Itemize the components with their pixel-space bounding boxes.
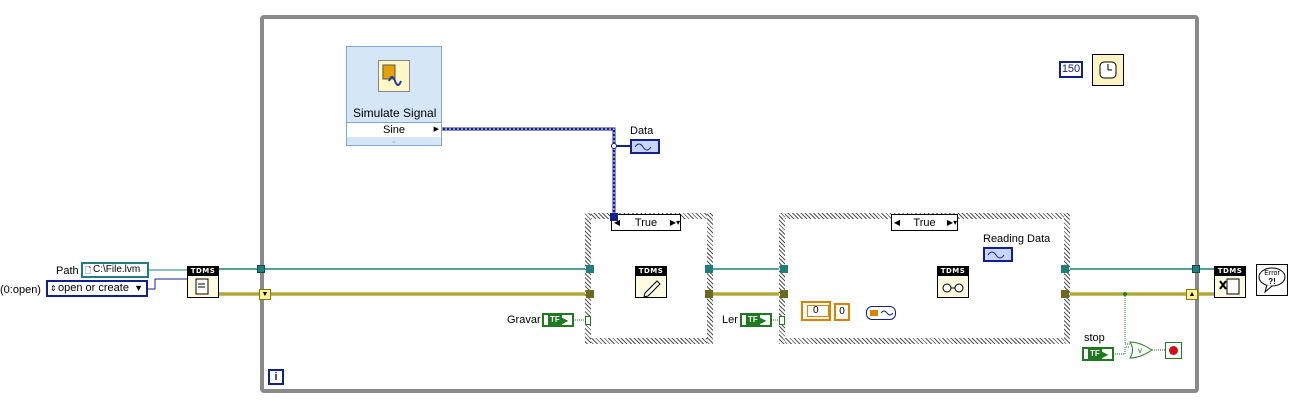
stopwatch-icon — [1099, 61, 1117, 79]
read-case-refnum-out — [1061, 265, 1069, 273]
gravar-label: Gravar — [507, 314, 541, 326]
path-value: C:\File.lvm — [93, 264, 141, 275]
write-case-refnum-out — [705, 265, 713, 273]
while-loop — [260, 15, 1199, 393]
simulate-signal-vi[interactable]: Simulate Signal Sine ▶ ⌄ — [346, 46, 442, 146]
reading-data-indicator — [983, 247, 1013, 262]
gravar-control[interactable]: TF▶ — [542, 313, 574, 327]
loop-refnum-tunnel-out — [1192, 265, 1200, 273]
data-label: Data — [630, 125, 654, 137]
build-waveform-node[interactable] — [866, 306, 896, 320]
path-label: Path — [56, 265, 79, 277]
open-label: (0:open) — [0, 284, 41, 296]
waveform-icon-2 — [987, 251, 1005, 259]
tdms-close-icon — [1215, 276, 1245, 297]
write-case-selector-terminal — [585, 316, 591, 325]
bool-tf: TF — [548, 315, 562, 325]
simple-error-handler-node[interactable]: Error ?! — [1256, 264, 1288, 296]
data-indicator — [630, 139, 660, 154]
write-case-error-in — [586, 290, 594, 298]
wait-ms-node[interactable] — [1092, 54, 1124, 86]
svg-text:v: v — [1138, 346, 1142, 355]
operation-wire — [148, 278, 188, 290]
right-shift-register: ▲ — [1186, 289, 1198, 300]
stop-label: stop — [1084, 332, 1105, 344]
tdms-header: TDMS — [1215, 267, 1245, 276]
write-case-selector[interactable]: ◀ True ▶▾ — [611, 214, 681, 231]
pencil-icon — [636, 276, 666, 298]
write-case-structure — [585, 213, 713, 344]
read-case-error-in — [780, 290, 788, 298]
read-case-refnum-in — [780, 265, 788, 273]
prev-case-icon-2[interactable]: ◀ — [893, 218, 901, 227]
write-case-refnum-in — [586, 265, 594, 273]
left-shift-register: ▼ — [259, 289, 271, 300]
tdms-read-node[interactable]: TDMS — [937, 266, 969, 298]
tdms-write-node[interactable]: TDMS — [635, 266, 667, 298]
read-case-error-out — [1061, 290, 1069, 298]
write-case-error-out — [705, 290, 713, 298]
offset-constant[interactable]: 0 — [807, 305, 829, 317]
count-constant[interactable]: 0 — [834, 303, 850, 321]
waveform-icon — [634, 143, 652, 151]
prev-case-icon[interactable]: ◀ — [613, 218, 621, 227]
next-case-icon[interactable]: ▶▾ — [669, 218, 681, 227]
error-handler-icon: Error ?! — [1258, 267, 1286, 294]
error-status-wire — [1124, 294, 1130, 345]
simulate-signal-title: Simulate Signal — [353, 106, 437, 120]
wait-ms-constant[interactable]: 150 — [1059, 61, 1083, 78]
iteration-terminal: i — [268, 369, 284, 385]
stop-icon — [1169, 346, 1178, 355]
operation-value: open or create — [58, 282, 129, 294]
loop-condition-terminal[interactable] — [1165, 342, 1182, 359]
stop-wire — [1113, 346, 1130, 355]
output-arrow-icon: ▶ — [433, 126, 439, 133]
read-case-value: True — [913, 216, 936, 229]
build-waveform-icon — [870, 310, 894, 316]
file-icon: 🗋 — [85, 266, 92, 275]
ler-control[interactable]: TF▶ — [740, 313, 772, 327]
path-control[interactable]: 🗋 C:\File.lvm — [81, 262, 149, 278]
operation-ring[interactable]: ⇕ open or create ▼ — [46, 280, 148, 297]
tdms-header: TDMS — [188, 267, 218, 276]
tdms-header: TDMS — [938, 267, 968, 276]
signal-output-terminal[interactable]: Sine ▶ — [347, 122, 441, 137]
loop-refnum-tunnel — [257, 265, 265, 273]
simulate-signal-icon — [378, 60, 410, 92]
reading-data-label: Reading Data — [983, 233, 1051, 245]
ler-label: Ler — [722, 314, 738, 326]
wire-junction-2 — [1123, 292, 1127, 296]
error-text: Error — [1264, 270, 1280, 277]
offset-cluster[interactable]: 0 — [801, 301, 831, 321]
wire-junction — [611, 143, 617, 149]
stop-control[interactable]: TF▶ — [1082, 347, 1114, 361]
write-case-data-tunnel — [610, 213, 618, 221]
signal-output-label: Sine — [382, 124, 406, 136]
svg-text:?!: ?! — [1268, 277, 1276, 286]
write-case-value: True — [634, 216, 658, 229]
dropdown-icon: ▼ — [134, 283, 143, 293]
read-case-structure — [779, 213, 1070, 344]
tdms-close-node[interactable]: TDMS — [1214, 266, 1246, 298]
bool-tf-2: TF — [746, 315, 760, 325]
tdms-open-node[interactable]: TDMS — [187, 266, 219, 298]
read-case-selector[interactable]: ◀ True ▶▾ — [891, 214, 958, 231]
ring-arrows-icon: ⇕ — [50, 284, 57, 293]
tdms-header: TDMS — [636, 267, 666, 276]
bool-tf-3: TF — [1088, 349, 1102, 359]
or-gate-icon — [1129, 341, 1153, 359]
tdms-open-icon — [188, 276, 218, 297]
glasses-icon — [938, 276, 968, 297]
next-case-icon-2[interactable]: ▶▾ — [946, 218, 958, 227]
expand-chevron-icon[interactable]: ⌄ — [391, 138, 397, 145]
read-case-selector-terminal — [779, 316, 785, 325]
